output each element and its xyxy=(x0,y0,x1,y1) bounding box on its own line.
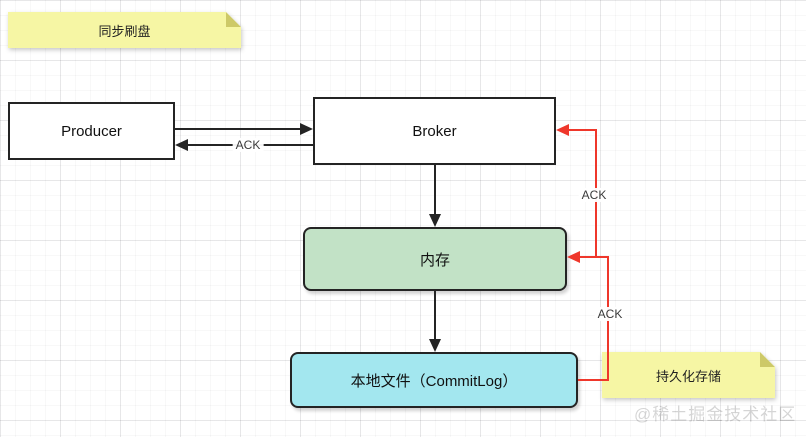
sticky-note-persistent-storage-label: 持久化存储 xyxy=(655,368,721,384)
sticky-note-sync-flush-body: 同步刷盘 xyxy=(8,12,241,48)
node-commitlog-label: 本地文件（CommitLog） xyxy=(350,372,518,390)
node-broker-label: Broker xyxy=(412,122,457,140)
edge-commitlog-to-memory-arrowhead xyxy=(567,251,580,263)
watermark-text: @稀土掘金技术社区 xyxy=(634,405,797,424)
edge-memory-to-commitlog-arrowhead xyxy=(429,339,441,352)
edge-memory-to-broker-arrowhead xyxy=(556,124,569,136)
node-memory-label: 内存 xyxy=(419,251,450,269)
edge-commitlog-to-memory-line-bottom xyxy=(578,379,609,381)
edge-broker-to-producer-arrowhead xyxy=(175,139,188,151)
edge-broker-to-memory-line xyxy=(434,165,436,215)
edge-label-memory-broker-ack: ACK xyxy=(578,188,610,202)
node-memory: 内存 xyxy=(303,227,567,291)
edge-commitlog-to-memory-line-top xyxy=(580,256,609,258)
edge-producer-to-broker-arrowhead xyxy=(300,123,313,135)
edge-label-producer-ack: ACK xyxy=(232,138,264,152)
node-producer: Producer xyxy=(8,102,175,160)
node-commitlog: 本地文件（CommitLog） xyxy=(290,352,578,408)
edge-memory-to-commitlog-line xyxy=(434,291,436,340)
edge-memory-to-broker-line-top xyxy=(569,129,597,131)
node-broker: Broker xyxy=(313,97,556,165)
edge-label-commitlog-memory-ack: ACK xyxy=(594,307,626,321)
edge-producer-to-broker-line xyxy=(175,128,301,130)
sticky-note-persistent-storage-body: 持久化存储 xyxy=(602,352,775,398)
sticky-note-sync-flush-label: 同步刷盘 xyxy=(98,23,151,39)
edge-broker-to-memory-arrowhead xyxy=(429,214,441,227)
node-producer-label: Producer xyxy=(61,122,122,140)
